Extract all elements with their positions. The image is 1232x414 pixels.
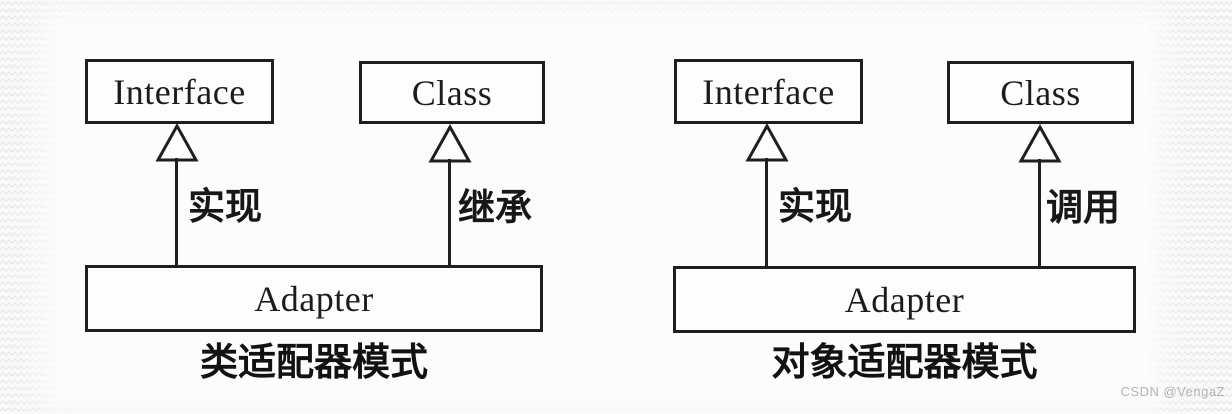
generalization-arrow-icon [428,124,472,163]
generalization-arrow-icon [155,123,199,162]
inherit-edge-line [448,159,451,265]
class-box-label: Class [1000,72,1081,113]
diagram-caption: 对象适配器模式 [771,342,1038,384]
class-box-label: Class [411,72,493,113]
inherit-edge-label: 继承 [458,187,532,228]
diagram-caption: 类适配器模式 [199,342,428,384]
implement-edge-label: 实现 [188,186,262,227]
adapter-box-label: Adapter [844,279,965,320]
call-edge-label: 调用 [1046,187,1120,228]
adapter-box: Adapter [673,266,1136,333]
class-box: Class [947,61,1134,124]
watermark-text: CSDN @VengaZ [1120,384,1225,399]
interface-box-label: Interface [702,71,835,112]
generalization-arrow-icon [745,123,789,162]
interface-box: Interface [674,59,863,124]
interface-box-label: Interface [113,71,246,112]
implement-edge-line [175,158,178,265]
interface-box: Interface [85,59,274,124]
call-edge-line [1038,159,1041,266]
implement-edge-label: 实现 [778,186,852,227]
class-box: Class [359,61,545,124]
generalization-arrow-icon [1018,124,1062,163]
adapter-box-label: Adapter [254,278,374,319]
adapter-box: Adapter [85,265,543,332]
implement-edge-line [765,158,768,266]
